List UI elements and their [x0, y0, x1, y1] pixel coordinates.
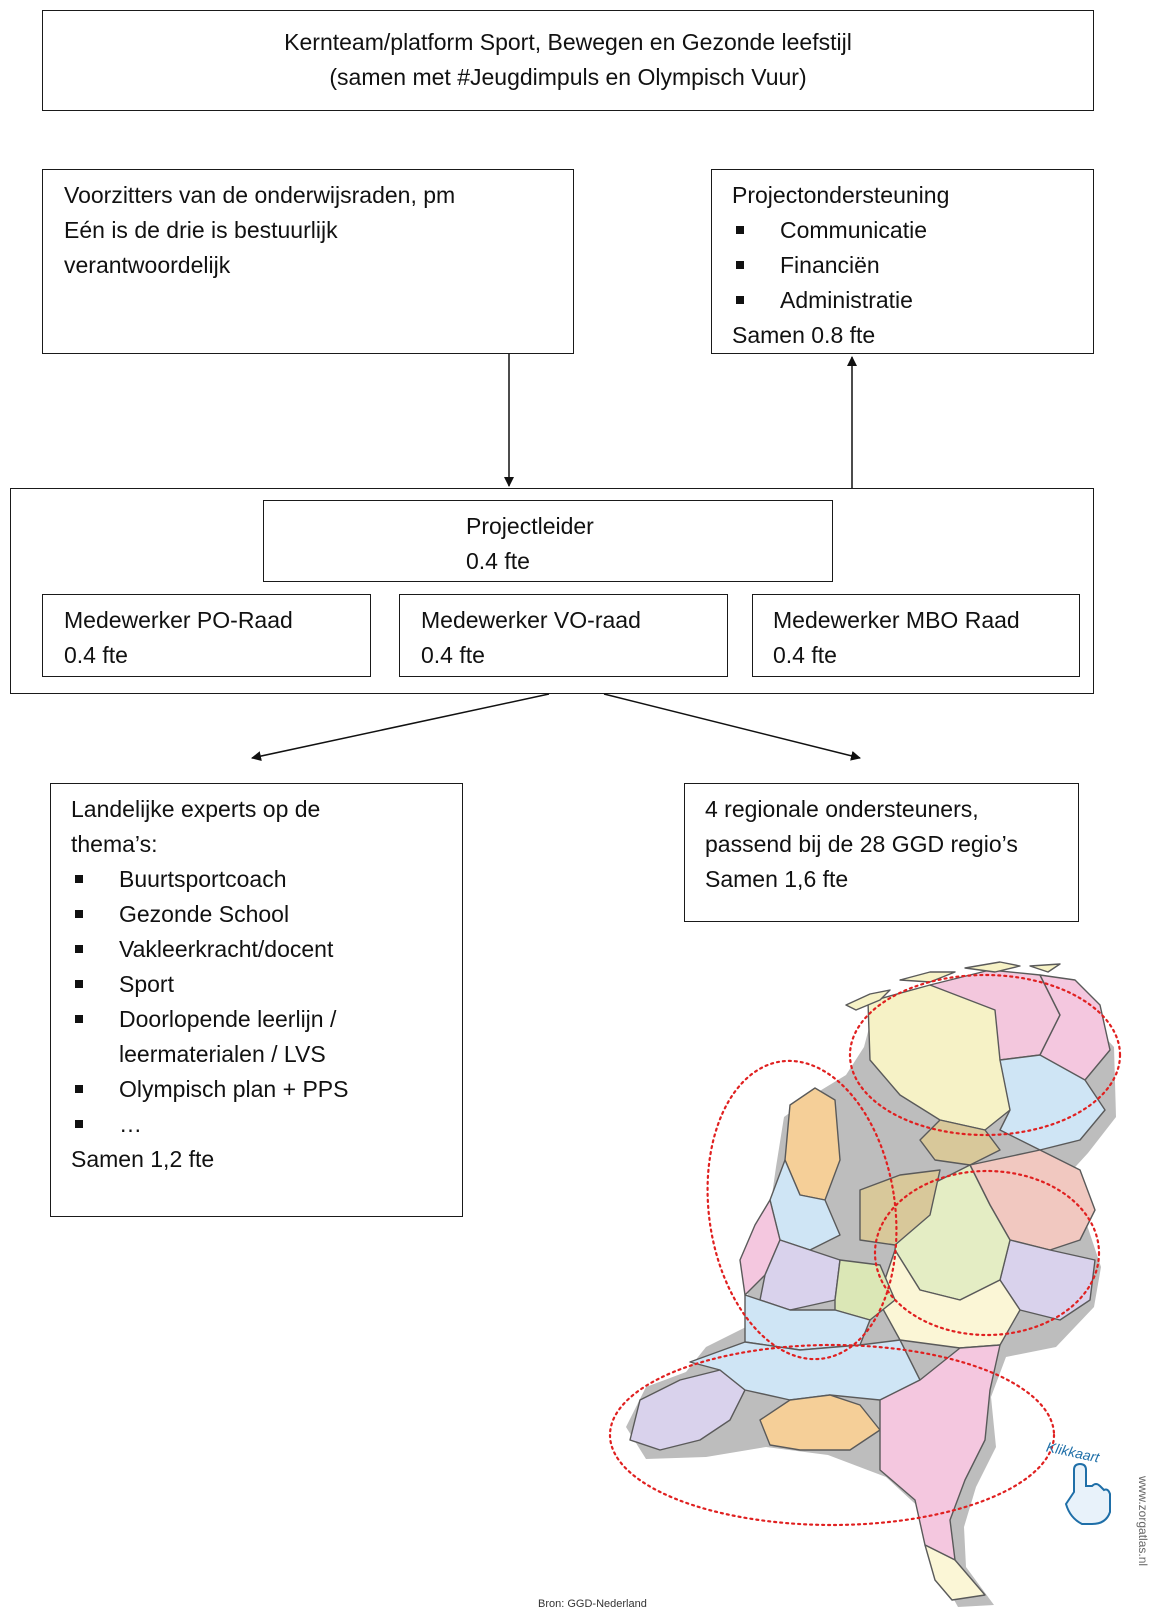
regionaal-line2: passend bij de 28 GGD regio’s — [705, 831, 1018, 857]
voorzitters-line1: Voorzitters van de onderwijsraden, pm — [64, 182, 456, 208]
list-item: Vakleerkracht/docent — [71, 932, 462, 967]
list-item: Sport — [71, 967, 462, 1002]
list-item: Financiën — [732, 248, 1093, 283]
medewerker-mbo-box: Medewerker MBO Raad 0.4 fte — [752, 594, 1080, 677]
regionaal-line3: Samen 1,6 fte — [705, 866, 849, 892]
projectleider-box: Projectleider 0.4 fte — [263, 500, 833, 582]
projectleider-title: Projectleider — [466, 513, 594, 539]
medewerker-po-box: Medewerker PO-Raad 0.4 fte — [42, 594, 371, 677]
netherlands-map — [626, 961, 1116, 1607]
projectondersteuning-box: Projectondersteuning Communicatie Financ… — [711, 169, 1094, 354]
voorzitters-box: Voorzitters van de onderwijsraden, pm Eé… — [42, 169, 574, 354]
medewerker-vo-fte: 0.4 fte — [421, 642, 485, 668]
projectondersteuning-title: Projectondersteuning — [732, 182, 950, 208]
projectleider-fte: 0.4 fte — [466, 548, 530, 574]
region-ellipse-east — [873, 1169, 1101, 1337]
projectondersteuning-list: Communicatie Financiën Administratie — [732, 213, 1093, 318]
list-item: Buurtsportcoach — [71, 862, 462, 897]
medewerker-mbo-title: Medewerker MBO Raad — [773, 607, 1020, 633]
medewerker-mbo-fte: 0.4 fte — [773, 642, 837, 668]
kernteam-title: Kernteam/platform Sport, Bewegen en Gezo… — [284, 29, 852, 55]
medewerker-po-title: Medewerker PO-Raad — [64, 607, 293, 633]
regionaal-box: 4 regionale ondersteuners, passend bij d… — [684, 783, 1079, 922]
map-source: Bron: GGD-Nederland — [538, 1598, 647, 1610]
region-ellipse-north — [848, 973, 1122, 1137]
arrow-team-to-regionaal — [603, 693, 861, 761]
regionaal-line1: 4 regionale ondersteuners, — [705, 796, 979, 822]
list-item: Gezonde School — [71, 897, 462, 932]
list-item: Administratie — [732, 283, 1093, 318]
arrow-team-to-experts — [251, 693, 550, 761]
region-ellipse-west — [706, 1059, 898, 1361]
medewerker-vo-title: Medewerker VO-raad — [421, 607, 641, 633]
region-ellipses — [608, 973, 1122, 1527]
list-item-text: Doorlopende leerlijn / — [119, 1006, 337, 1032]
watermark: www.zorgatlas.nl — [1136, 1476, 1150, 1567]
list-item: Olympisch plan + PPS — [71, 1072, 462, 1107]
kernteam-subtitle: (samen met #Jeugdimpuls en Olympisch Vuu… — [329, 64, 807, 90]
kernteam-box: Kernteam/platform Sport, Bewegen en Gezo… — [42, 10, 1094, 111]
experts-footer: Samen 1,2 fte — [71, 1146, 215, 1172]
experts-line2: thema’s: — [71, 831, 158, 857]
medewerker-vo-box: Medewerker VO-raad 0.4 fte — [399, 594, 728, 677]
projectondersteuning-footer: Samen 0.8 fte — [732, 322, 876, 348]
experts-box: Landelijke experts op de thema’s: Buurts… — [50, 783, 463, 1217]
list-item: Communicatie — [732, 213, 1093, 248]
voorzitters-line2: Eén is de drie is bestuurlijk — [64, 217, 338, 243]
medewerker-po-fte: 0.4 fte — [64, 642, 128, 668]
list-item: … — [71, 1107, 462, 1142]
region-ellipse-south — [608, 1343, 1056, 1527]
voorzitters-line3: verantwoordelijk — [64, 252, 231, 278]
experts-line1: Landelijke experts op de — [71, 796, 321, 822]
hand-pointer-icon — [1064, 1462, 1111, 1525]
experts-list: Buurtsportcoach Gezonde School Vakleerkr… — [71, 862, 462, 1142]
list-item: Doorlopende leerlijn / leermaterialen / … — [71, 1002, 462, 1072]
list-item-text-cont: leermaterialen / LVS — [119, 1041, 326, 1067]
